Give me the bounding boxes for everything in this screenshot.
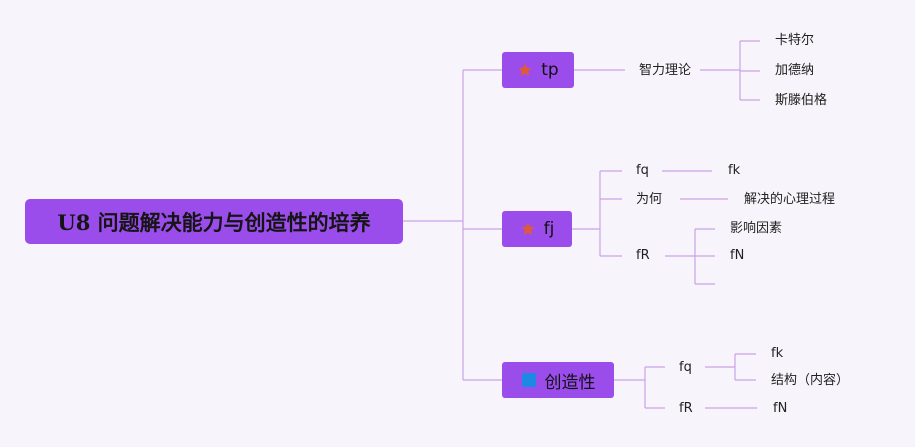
node-creativity-fr[interactable]: fR — [679, 401, 693, 416]
node-creativity-fq[interactable]: fq — [679, 360, 692, 375]
node-creativity-fk[interactable]: fk — [771, 346, 784, 361]
branch-node-fj[interactable]: fj — [502, 211, 572, 247]
branch-node-creativity[interactable]: 创造性 — [502, 362, 614, 398]
star-icon — [520, 221, 536, 237]
root-label: U8 问题解决能力与创造性的培养 — [57, 209, 371, 235]
node-factors[interactable]: 影响因素 — [730, 221, 783, 236]
node-why[interactable]: 为何 — [636, 192, 663, 207]
node-fn[interactable]: fN — [730, 248, 745, 263]
node-cattell[interactable]: 卡特尔 — [775, 33, 815, 48]
node-fk[interactable]: fk — [728, 163, 741, 178]
branch-label-tp: tp — [541, 60, 559, 80]
node-fq[interactable]: fq — [636, 163, 649, 178]
star-icon — [517, 62, 533, 78]
node-creativity-fn[interactable]: fN — [773, 401, 788, 416]
node-structure[interactable]: 结构（内容） — [771, 373, 850, 388]
square-icon — [521, 372, 537, 388]
branch-node-tp[interactable]: tp — [502, 52, 574, 88]
node-solving-process[interactable]: 解决的心理过程 — [744, 192, 836, 207]
node-gardner[interactable]: 加德纳 — [775, 63, 815, 78]
node-sternberg[interactable]: 斯滕伯格 — [775, 93, 828, 108]
branch-label-creativity: 创造性 — [544, 372, 596, 393]
node-fr[interactable]: fR — [636, 248, 650, 263]
root-node[interactable]: U8 问题解决能力与创造性的培养 — [25, 199, 403, 244]
branch-label-fj: fj — [543, 219, 555, 239]
node-intelligence-theory[interactable]: 智力理论 — [639, 63, 692, 78]
